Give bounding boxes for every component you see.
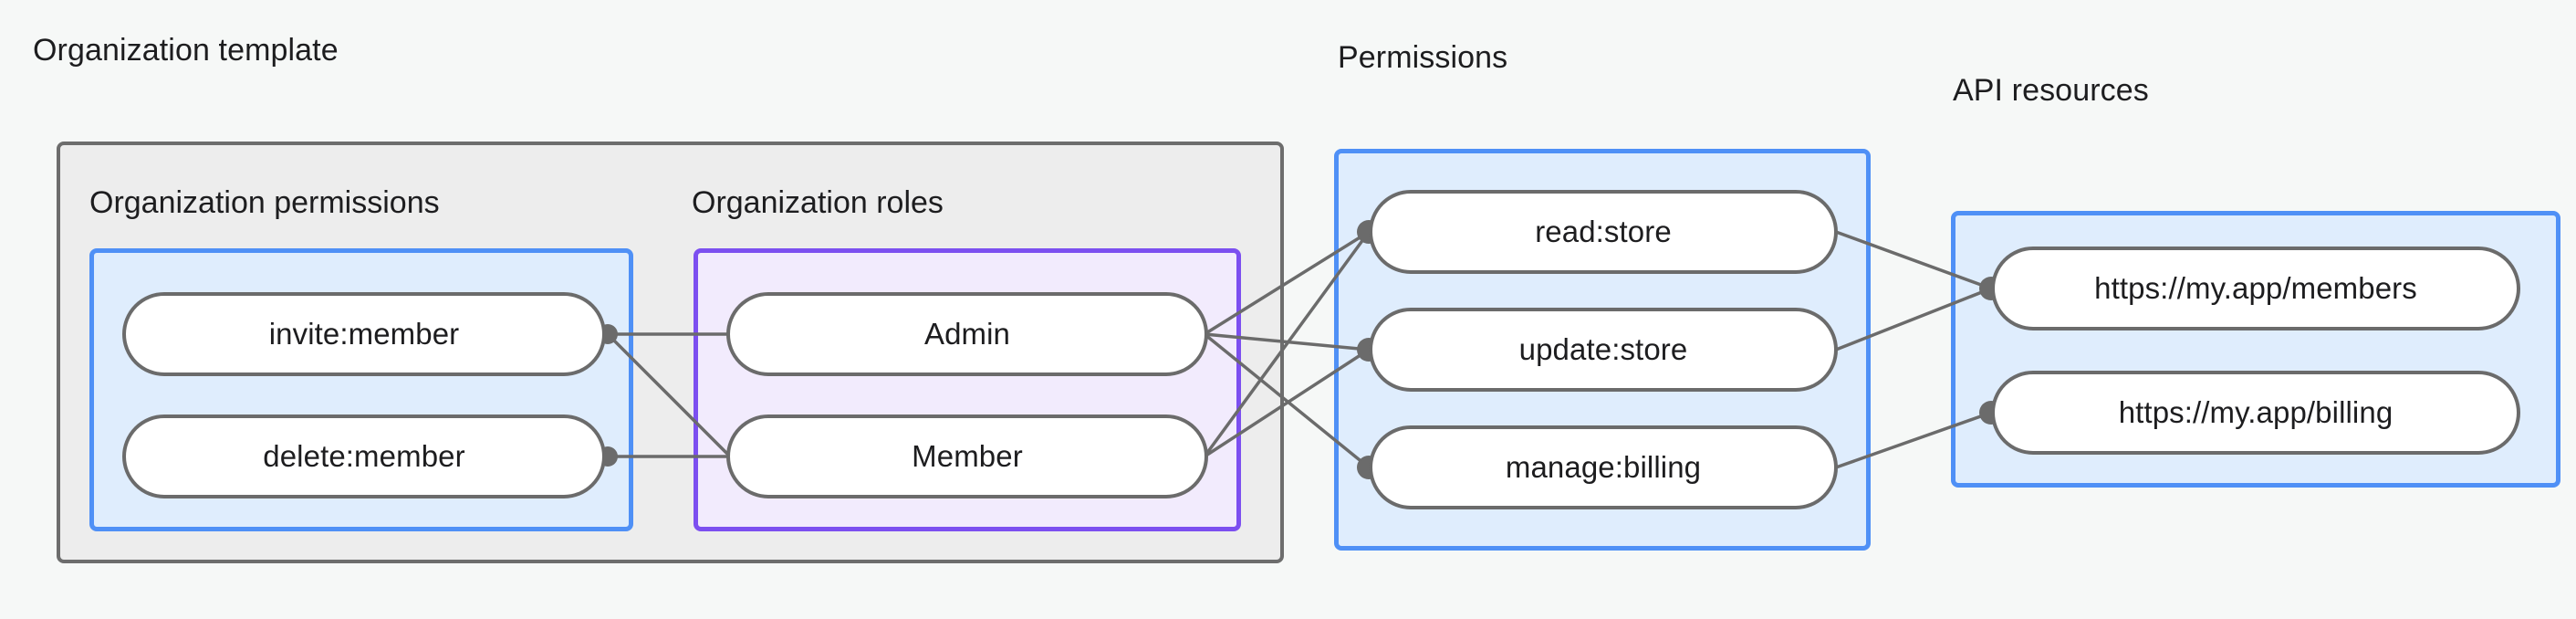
organization-roles-title: Organization roles — [692, 185, 944, 220]
api-resources-title: API resources — [1953, 73, 2149, 108]
node-billing-url[interactable]: https://my.app/billing — [1991, 371, 2520, 455]
node-members-url[interactable]: https://my.app/members — [1991, 247, 2520, 330]
permissions-title: Permissions — [1338, 40, 1508, 75]
node-manage-billing[interactable]: manage:billing — [1369, 425, 1838, 509]
node-delete-member[interactable]: delete:member — [122, 414, 606, 498]
node-update-store[interactable]: update:store — [1369, 308, 1838, 392]
organization-permissions-title: Organization permissions — [89, 185, 440, 220]
node-read-store[interactable]: read:store — [1369, 190, 1838, 274]
node-invite-member[interactable]: invite:member — [122, 292, 606, 376]
organization-template-title: Organization template — [33, 33, 339, 68]
node-admin[interactable]: Admin — [726, 292, 1208, 376]
node-member[interactable]: Member — [726, 414, 1208, 498]
